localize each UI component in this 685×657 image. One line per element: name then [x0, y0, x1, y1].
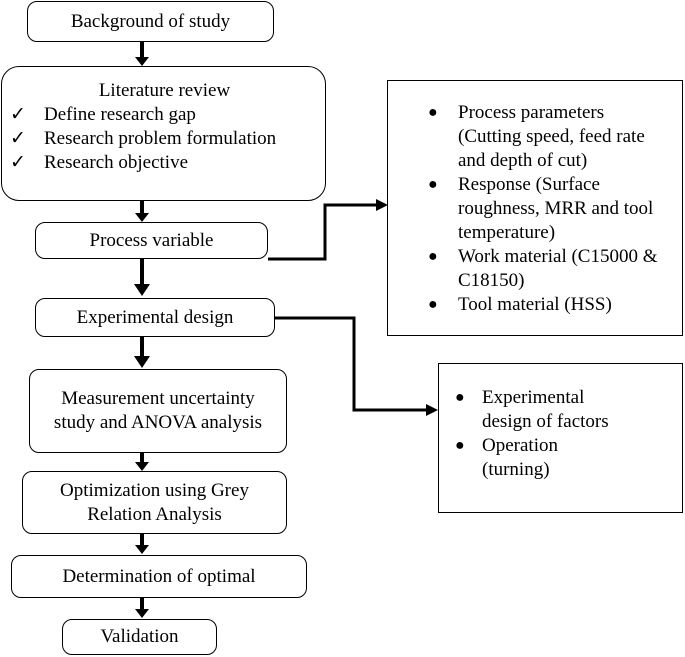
bullet-icon: ● — [428, 176, 438, 193]
side-connectors — [268, 199, 438, 416]
literature-review-title: Literature review — [98, 80, 231, 101]
bullet-icon: ● — [428, 296, 438, 313]
measurement-label-line-1: Measurement uncertainty — [61, 388, 255, 409]
list-item: ● Tool material (HSS) — [428, 294, 612, 315]
validation-label: Validation — [100, 626, 179, 647]
literature-review-list: ✓Define research gap ✓Research problem f… — [8, 103, 321, 175]
list-item: ✓Research objective — [10, 152, 189, 173]
bullet-icon: ● — [455, 389, 465, 406]
optimization-box: Optimization using Grey Relation Analysi… — [22, 471, 287, 534]
experimental-design-box: Experimental design — [35, 298, 275, 337]
process-details-box: ● Process parameters (Cutting speed, fee… — [387, 80, 683, 336]
check-icon: ✓ — [10, 152, 26, 173]
experimental-design-label: Experimental design — [76, 306, 234, 328]
bullet-icon: ● — [428, 104, 438, 121]
determination-box: Determination of optimal — [11, 555, 307, 598]
process-details-list: ● Process parameters (Cutting speed, fee… — [388, 101, 682, 317]
list-item: ● Work material (C15000 & C18150) — [428, 246, 658, 291]
background-of-study-box: Background of study — [27, 1, 274, 42]
process-variable-label: Process variable — [89, 229, 214, 251]
design-details-box: ● Experimental design of factors ● Opera… — [438, 363, 683, 513]
check-icon: ✓ — [10, 104, 26, 125]
main-flow-arrows — [134, 42, 150, 618]
validation-box: Validation — [62, 619, 217, 655]
background-of-study-label: Background of study — [70, 10, 231, 32]
design-details-list: ● Experimental design of factors ● Opera… — [439, 386, 682, 482]
optimization-label-line-1: Optimization using Grey — [60, 479, 249, 501]
process-variable-box: Process variable — [35, 222, 268, 259]
bullet-icon: ● — [428, 248, 438, 265]
list-item: ● Operation (turning) — [455, 435, 558, 480]
literature-review-box: Literature review ✓Define research gap ✓… — [1, 66, 326, 201]
bullet-icon: ● — [455, 437, 465, 454]
measurement-label-line-2: study and ANOVA analysis — [53, 412, 263, 433]
check-icon: ✓ — [10, 128, 26, 149]
optimization-label-line-2: Relation Analysis — [87, 503, 222, 525]
determination-label: Determination of optimal — [62, 565, 256, 587]
list-item: ● Process parameters (Cutting speed, fee… — [428, 102, 645, 171]
list-item: ✓Define research gap — [10, 104, 196, 125]
measurement-uncertainty-box: Measurement uncertainty study and ANOVA … — [29, 369, 287, 453]
list-item: ✓Research problem formulation — [10, 128, 277, 149]
list-item: ● Response (Surface roughness, MRR and t… — [428, 174, 654, 243]
list-item: ● Experimental design of factors — [455, 387, 609, 432]
